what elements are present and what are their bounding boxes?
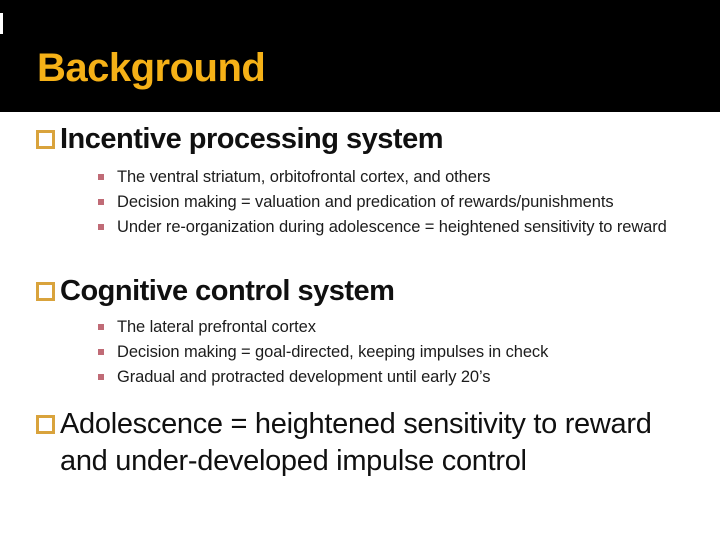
list-item: Gradual and protracted development until… [98,365,548,390]
section-heading: Incentive processing system [60,123,444,155]
list-item: Decision making = goal-directed, keeping… [98,340,548,365]
bullet-text: Gradual and protracted development until… [117,368,491,386]
small-square-bullet-icon [98,174,104,180]
small-square-bullet-icon [98,349,104,355]
bullet-text: Decision making = goal-directed, keeping… [117,343,549,361]
bullet-text: The ventral striatum, orbitofrontal cort… [117,168,491,186]
small-square-bullet-icon [98,374,104,380]
bullet-text: Under re-organization during adolescence… [117,218,667,236]
section-heading-row: Cognitive control system [36,275,395,307]
square-bullet-icon [36,282,55,301]
list-item: The ventral striatum, orbitofrontal cort… [98,165,667,190]
section-heading-row: Adolescence = heightened sensitivity to … [36,406,660,480]
bullet-text: Decision making = valuation and predicat… [117,193,614,211]
small-square-bullet-icon [98,199,104,205]
bullet-list: The lateral prefrontal cortex Decision m… [98,315,548,390]
section-heading: Adolescence = heightened sensitivity to … [60,408,652,477]
square-bullet-icon [36,415,55,434]
bullet-text: The lateral prefrontal cortex [117,318,316,336]
slide-title: Background [37,46,266,90]
small-square-bullet-icon [98,324,104,330]
list-item: Under re-organization during adolescence… [98,215,667,240]
square-bullet-icon [36,130,55,149]
header-left-notch [0,13,3,34]
list-item: The lateral prefrontal cortex [98,315,548,340]
section-heading-row: Incentive processing system [36,123,444,155]
section-heading: Cognitive control system [60,275,395,307]
small-square-bullet-icon [98,224,104,230]
slide-header-band: Background [0,0,720,112]
list-item: Decision making = valuation and predicat… [98,190,667,215]
bullet-list: The ventral striatum, orbitofrontal cort… [98,165,667,240]
